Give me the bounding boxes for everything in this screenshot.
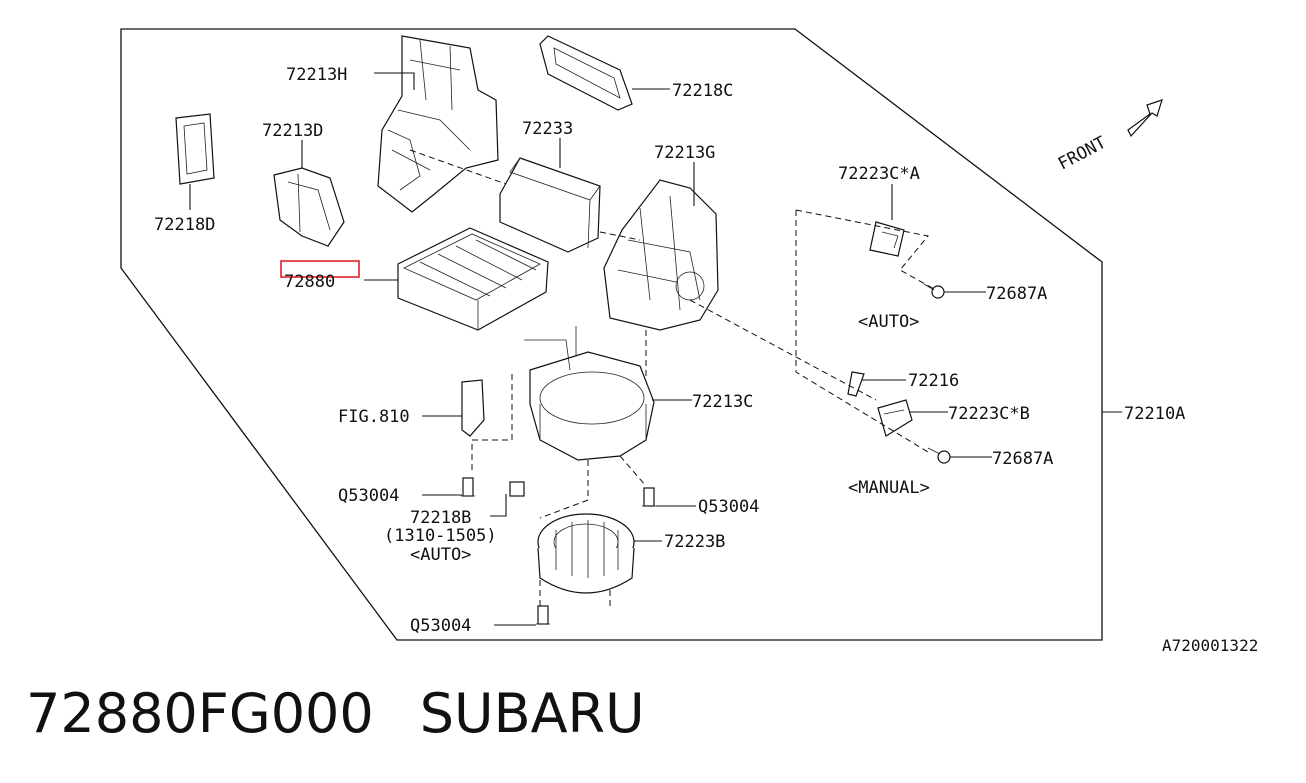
label-72687A-bottom: 72687A <box>992 449 1053 469</box>
part-72218B-seal <box>509 481 525 497</box>
front-label: FRONT <box>1055 133 1110 175</box>
label-auto-bottom: <AUTO> <box>410 545 471 565</box>
label-72687A-top: 72687A <box>986 284 1047 304</box>
label-72223B: 72223B <box>664 532 725 552</box>
part-72213C-case <box>524 326 655 461</box>
label-Q53004-left: Q53004 <box>338 486 399 506</box>
part-72213H-duct <box>377 35 499 213</box>
label-FIG810: FIG.810 <box>338 407 410 427</box>
label-Q53004-right: Q53004 <box>698 497 759 517</box>
label-72218C: 72218C <box>672 81 733 101</box>
part-72216-clip <box>847 371 865 397</box>
screw-Q53004-bottom <box>536 605 550 625</box>
part-72218D-seal <box>175 113 215 185</box>
page-caption: 72880FG000 SUBARU <box>26 682 645 762</box>
part-72223CB-bracket <box>877 399 913 437</box>
label-72216: 72216 <box>908 371 959 391</box>
label-72213D: 72213D <box>262 121 323 141</box>
brand-name: SUBARU <box>419 682 645 745</box>
label-72213C: 72213C <box>692 392 753 412</box>
assembly-frame <box>120 28 1103 641</box>
label-72223CA: 72223C*A <box>838 164 920 184</box>
label-72213H: 72213H <box>286 65 347 85</box>
label-72213G: 72213G <box>654 143 715 163</box>
screw-72687A-bottom <box>927 447 951 464</box>
part-number: 72880FG000 <box>26 682 374 745</box>
label-72210A: 72210A <box>1124 404 1185 424</box>
screw-Q53004-right <box>642 487 656 507</box>
alignment-dashes <box>409 149 937 606</box>
label-manual: <MANUAL> <box>848 478 930 498</box>
label-72223CB: 72223C*B <box>948 404 1030 424</box>
label-72218D: 72218D <box>154 215 215 235</box>
part-72233-case <box>499 157 601 253</box>
part-72218C-seal <box>539 35 633 111</box>
label-72880: 72880 <box>284 272 335 292</box>
highlight-box-72880 <box>280 260 360 278</box>
label-72233: 72233 <box>522 119 573 139</box>
label-Q53004-bottom: Q53004 <box>410 616 471 636</box>
drawing-code: A720001322 <box>1162 636 1259 655</box>
part-72213D-duct <box>273 167 345 247</box>
front-direction-arrow: FRONT <box>1055 99 1163 175</box>
leader-lines <box>189 72 1122 626</box>
part-FIG810-bracket <box>461 379 485 437</box>
part-72213G-housing <box>603 179 719 331</box>
part-72880-filter <box>397 227 549 331</box>
screw-Q53004-left <box>461 477 475 497</box>
part-72223B-motor <box>537 513 635 594</box>
label-72218B: 72218B <box>410 508 471 528</box>
label-auto-top: <AUTO> <box>858 312 919 332</box>
screw-72687A-top <box>923 283 945 299</box>
part-72223CA-bracket <box>869 221 905 257</box>
label-date-range: (1310-1505) <box>384 526 497 546</box>
